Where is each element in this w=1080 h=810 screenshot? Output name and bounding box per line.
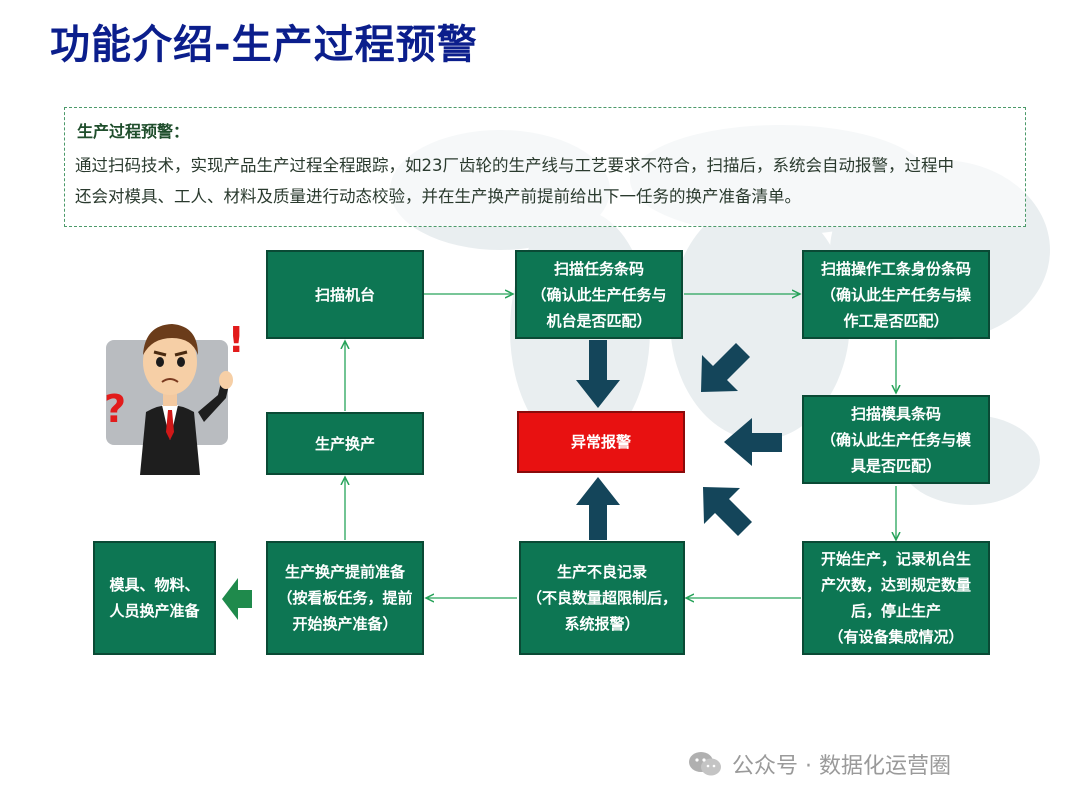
page-title: 功能介绍-生产过程预警: [50, 22, 478, 68]
box-scan-worker: 扫描操作工条身份条码 （确认此生产任务与操 作工是否匹配）: [802, 250, 990, 339]
svg-text:?: ?: [104, 387, 126, 431]
arrow-to-prep-materials: [222, 578, 252, 620]
wechat-icon: [689, 752, 721, 776]
arrow-start-to-alarm: [703, 487, 752, 536]
box-alarm: 异常报警: [517, 411, 685, 473]
box-start-production: 开始生产，记录机台生 产次数，达到规定数量 后，停止生产 （有设备集成情况）: [802, 541, 990, 655]
box-advance-prep: 生产换产提前准备 （按看板任务，提前 开始换产准备）: [266, 541, 424, 655]
box-production-change: 生产换产: [266, 412, 424, 475]
description-line-1: 通过扫码技术，实现产品生产过程全程跟踪，如23厂齿轮的生产线与工艺要求不符合，扫…: [75, 156, 954, 175]
description-line-2: 还会对模具、工人、材料及质量进行动态校验，并在生产换产前提前给出下一任务的换产准…: [75, 187, 801, 206]
arrow-worker-to-alarm: [701, 343, 750, 392]
box-scan-machine: 扫描机台: [266, 250, 424, 339]
footer-text: 公众号 · 数据化运营圈: [732, 754, 951, 779]
arrow-mold-to-alarm: [724, 418, 782, 466]
box-scan-task: 扫描任务条码 （确认此生产任务与 机台是否匹配）: [515, 250, 683, 339]
box-scan-mold: 扫描模具条码 （确认此生产任务与模 具是否匹配）: [802, 395, 990, 484]
confused-man-illustration: ? !: [104, 320, 244, 475]
description-text: 通过扫码技术，实现产品生产过程全程跟踪，如23厂齿轮的生产线与工艺要求不符合，扫…: [75, 150, 1025, 212]
arrow-task-to-alarm: [576, 340, 620, 408]
description-heading: 生产过程预警：: [77, 122, 190, 141]
footer-watermark: 公众号 · 数据化运营圈: [688, 748, 951, 780]
arrow-defect-to-alarm: [576, 477, 620, 540]
box-defect-record: 生产不良记录 （不良数量超限制后， 系统报警）: [519, 541, 685, 655]
description-panel: 生产过程预警： 通过扫码技术，实现产品生产过程全程跟踪，如23厂齿轮的生产线与工…: [64, 107, 1026, 227]
svg-text:!: !: [228, 320, 244, 361]
box-prep-materials: 模具、物料、 人员换产准备: [93, 541, 216, 655]
